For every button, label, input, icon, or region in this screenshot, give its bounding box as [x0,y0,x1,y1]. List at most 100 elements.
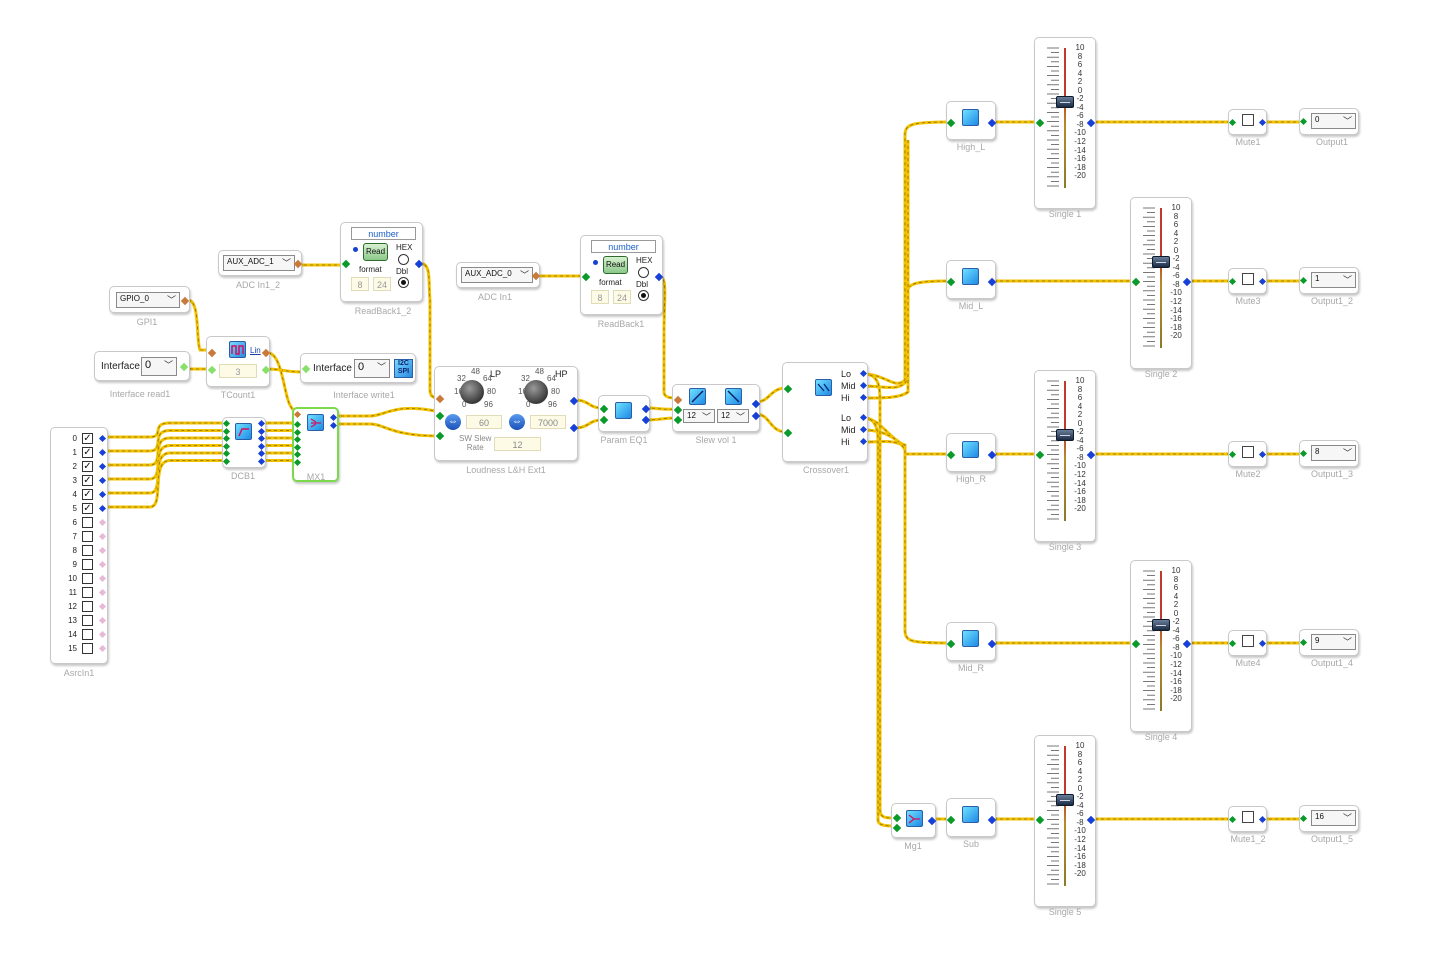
gpi-block[interactable]: GPIO_0﹀ [109,286,190,313]
asrc-channel-checkbox[interactable]: ✓ [82,475,93,486]
output-pin[interactable] [1258,639,1267,648]
input-pin[interactable] [1035,450,1045,460]
output-pin[interactable] [98,560,107,569]
interface-write-select[interactable]: 0﹀ [354,359,390,378]
dbl-radio[interactable] [398,277,409,288]
fader-track[interactable] [1160,571,1162,711]
fader-handle[interactable] [1056,794,1074,807]
fader-track[interactable] [1064,746,1066,886]
mg1-block[interactable] [891,803,937,838]
asrc-channel-checkbox[interactable] [82,615,93,626]
mx1-block[interactable] [292,407,339,482]
output-pin[interactable] [98,462,107,471]
output-pin[interactable] [98,574,107,583]
input-pin[interactable] [783,384,793,394]
link-icon[interactable]: ⇔ [445,414,461,430]
fader-handle[interactable] [1056,96,1074,109]
output-pin[interactable] [859,381,868,390]
adc-in1-2-select[interactable]: AUX_ADC_1﹀ [223,255,295,271]
input-pin[interactable] [946,277,956,287]
signal-wire[interactable] [104,421,225,439]
output-pin[interactable] [98,476,107,485]
output-pin[interactable] [987,118,997,128]
output-pin[interactable] [98,448,107,457]
tcount-block[interactable]: Lin 3 [206,336,271,387]
lp-value[interactable]: 60 [466,415,502,429]
hp-knob[interactable] [524,380,548,404]
output-pin[interactable] [98,588,107,597]
output-pin[interactable] [414,259,424,269]
asrc-channel-checkbox[interactable] [82,643,93,654]
output-pin[interactable] [98,602,107,611]
signal-wire[interactable] [335,422,441,438]
output-pin[interactable] [641,415,651,425]
signal-wire[interactable] [104,429,225,453]
signal-wire[interactable] [863,372,896,820]
input-pin[interactable] [293,435,302,444]
input-pin[interactable] [293,450,302,459]
readback1-tab[interactable]: number [591,240,656,253]
slew-rate-value[interactable]: 12 [494,437,541,451]
output-pin[interactable] [569,423,579,433]
format-value-2[interactable]: 24 [373,277,391,291]
input-pin[interactable] [435,411,445,421]
input-pin[interactable] [341,259,351,269]
input-pin[interactable] [293,428,302,436]
input-pin[interactable] [946,639,956,649]
output-pin[interactable] [257,419,266,428]
output-pin[interactable] [257,457,266,465]
fader-track[interactable] [1064,381,1066,521]
mute-checkbox[interactable] [1242,273,1254,285]
read-button[interactable]: Read [603,256,628,274]
asrc-channel-checkbox[interactable]: ✓ [82,461,93,472]
mute-checkbox[interactable] [1242,635,1254,647]
signal-wire[interactable] [863,279,951,389]
filter-block-mid-r[interactable] [946,622,997,661]
output-pin[interactable] [293,259,303,269]
output-pin[interactable] [329,421,338,430]
mute-checkbox[interactable] [1242,114,1254,126]
adc-in1-block[interactable]: AUX_ADC_0﹀ [456,262,541,288]
output-pin[interactable] [257,442,266,450]
output-pin[interactable] [654,272,664,282]
signal-wire[interactable] [863,428,951,645]
asrc-channel-checkbox[interactable] [82,545,93,556]
output-pin[interactable] [531,271,541,281]
output-select[interactable]: 9﹀ [1311,634,1356,650]
dbl-radio[interactable] [638,290,649,301]
input-pin[interactable] [946,815,956,825]
fader-handle[interactable] [1152,256,1170,269]
output-pin[interactable] [859,413,868,422]
input-pin[interactable] [435,394,445,404]
filter-block-high-l[interactable] [946,101,997,140]
mute-block[interactable] [1228,268,1267,294]
input-pin[interactable] [1228,815,1237,824]
link-icon[interactable]: ⇔ [509,414,525,430]
output-select[interactable]: 16﹀ [1311,810,1356,826]
output-pin[interactable] [927,816,937,826]
input-pin[interactable] [892,813,902,823]
output-pin[interactable] [257,434,266,443]
asrc-channel-checkbox[interactable] [82,573,93,584]
signal-wire[interactable] [104,459,225,509]
signal-wire[interactable] [863,416,950,456]
mute-checkbox[interactable] [1242,446,1254,458]
signal-wire[interactable] [863,120,951,385]
input-pin[interactable] [673,405,683,415]
asrc-channel-checkbox[interactable] [82,531,93,542]
fader-track[interactable] [1064,48,1066,188]
filter-block-high-r[interactable] [946,433,997,472]
output-pin[interactable] [859,437,868,446]
input-pin[interactable] [1299,117,1308,126]
read-button[interactable]: Read [363,243,388,261]
mute-block[interactable] [1228,630,1267,656]
input-pin[interactable] [435,431,445,441]
hp-value[interactable]: 7000 [530,415,566,429]
hex-radio[interactable] [398,254,409,265]
signal-wire[interactable] [863,440,901,446]
